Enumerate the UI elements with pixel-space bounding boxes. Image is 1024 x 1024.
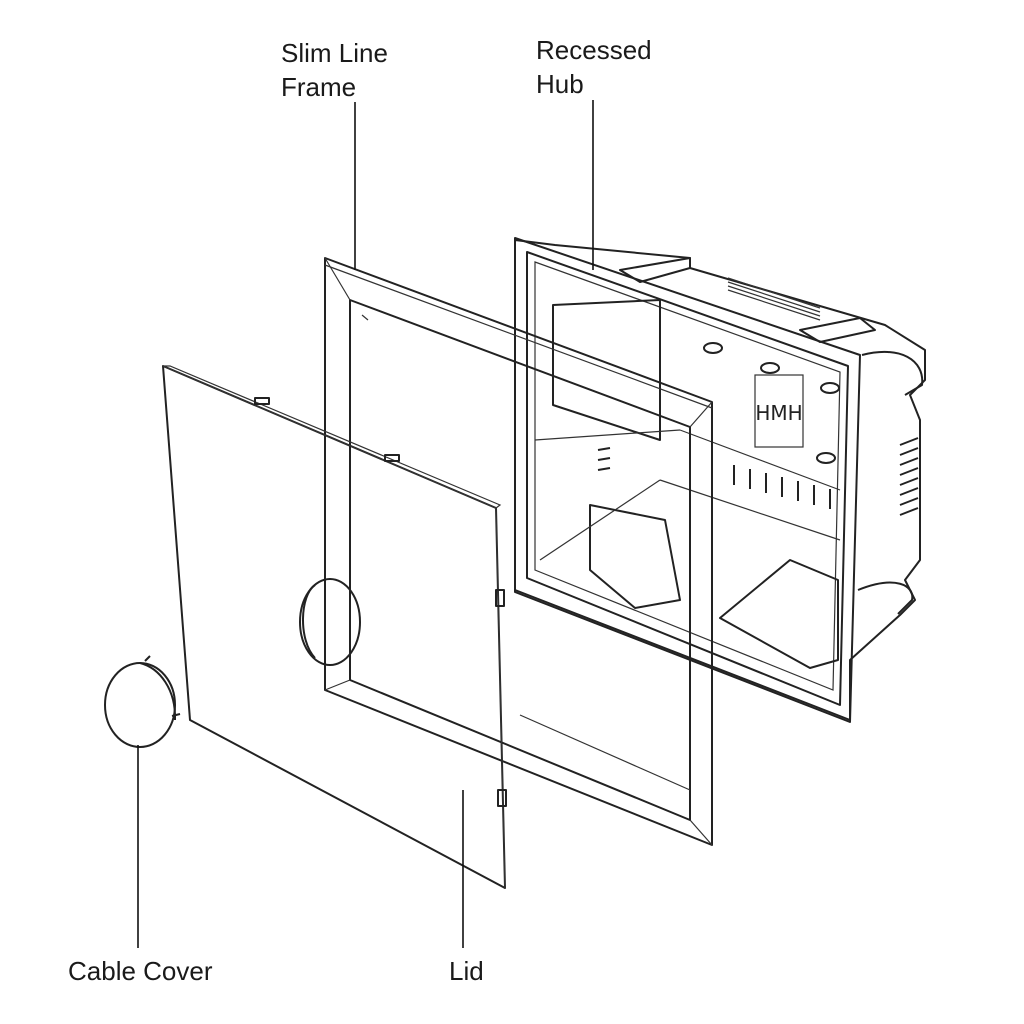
label-recessed-hub-line1: Recessed (536, 35, 652, 65)
label-slim-line-frame: Slim Line Frame (281, 36, 388, 104)
label-lid: Lid (449, 956, 484, 986)
recessed-hub (514, 237, 926, 723)
label-slim-line-frame-line2: Frame (281, 72, 357, 102)
label-recessed-hub: Recessed Hub (536, 33, 652, 101)
hub-logo-text: HMH (755, 401, 802, 425)
slim-line-frame (324, 257, 713, 846)
label-recessed-hub-line2: Hub (536, 69, 584, 99)
cable-cover (104, 655, 181, 748)
label-slim-line-frame-line1: Slim Line (281, 38, 388, 68)
lid (162, 365, 507, 889)
label-cable-cover: Cable Cover (68, 956, 213, 986)
